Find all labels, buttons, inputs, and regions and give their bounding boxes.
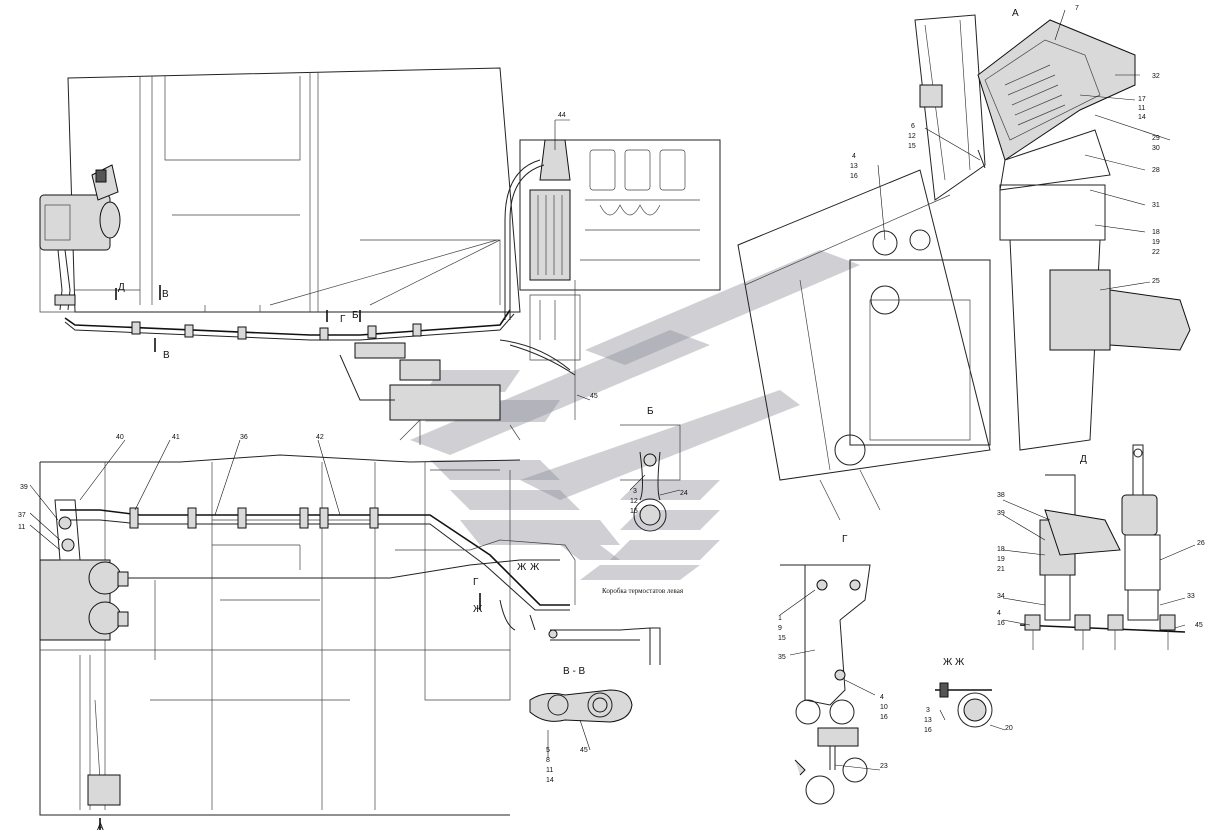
callout-38: 38: [997, 492, 1005, 499]
callout-numbers: 44 7 32 17 11 14 29 30 28 31 18 19 22 25…: [18, 5, 1205, 784]
view-label-g-marker: Г: [340, 314, 346, 325]
callout-19-a: 19: [1152, 239, 1160, 246]
callout-21: 21: [997, 566, 1005, 573]
view-label-a-top: А: [1012, 8, 1019, 19]
callout-36: 36: [240, 434, 248, 441]
view-label-b-detail: Б: [647, 406, 654, 417]
callout-20: 20: [1005, 725, 1013, 732]
callout-39-left: 39: [20, 484, 28, 491]
callout-16-d: 16: [997, 620, 1005, 627]
view-label-d-left: Д: [118, 282, 125, 293]
callout-4-d: 4: [997, 610, 1001, 617]
callout-33: 33: [1187, 593, 1195, 600]
callout-31: 31: [1152, 202, 1160, 209]
callout-1: 1: [778, 615, 782, 622]
view-label-v-lower: В: [163, 350, 170, 361]
callout-14-vv: 14: [546, 777, 554, 784]
view-d: [1019, 444, 1186, 650]
view-label-a-bottom: А: [97, 822, 104, 831]
callout-37: 37: [18, 512, 26, 519]
section-label-v-v: В - В: [563, 666, 586, 677]
callout-14-a: 14: [1138, 114, 1146, 121]
callout-18-a: 18: [1152, 229, 1160, 236]
callout-34: 34: [997, 593, 1005, 600]
view-label-zh-mid: Ж: [517, 562, 527, 573]
leader-lines: [29, 9, 1196, 771]
callout-13-zh: 13: [924, 717, 932, 724]
callout-30: 30: [1152, 145, 1160, 152]
callout-12-a: 12: [908, 133, 916, 140]
callout-8: 8: [546, 757, 550, 764]
callout-10: 10: [880, 704, 888, 711]
view-label-d-right: Д: [1080, 454, 1087, 465]
view-label-zh-lower: Ж: [473, 604, 483, 615]
callout-26: 26: [1197, 540, 1205, 547]
callout-32: 32: [1152, 73, 1160, 80]
detail-b: [620, 424, 681, 532]
callout-9: 9: [778, 625, 782, 632]
callout-23: 23: [880, 763, 888, 770]
callout-28: 28: [1152, 167, 1160, 174]
view-label-b-marker: Б: [352, 310, 359, 321]
callout-44: 44: [558, 112, 566, 119]
callout-3-zh: 3: [926, 707, 930, 714]
callout-16-g: 16: [880, 714, 888, 721]
callout-4-g: 4: [880, 694, 884, 701]
callout-11-a: 11: [1138, 105, 1145, 112]
callout-7: 7: [1075, 5, 1079, 12]
watermark-logo: [410, 250, 860, 580]
callout-42: 42: [316, 434, 324, 441]
callout-15-a: 15: [908, 143, 916, 150]
thermostat-box-note: Коробка термостатов левая: [602, 587, 684, 595]
callout-19-d: 19: [997, 556, 1005, 563]
callout-4-a: 4: [852, 153, 856, 160]
view-label-zh-mid2: Ж: [530, 562, 540, 573]
view-a: [737, 14, 1191, 521]
section-zh-zh: [935, 682, 993, 728]
callout-39-d: 39: [997, 510, 1005, 517]
callout-24: 24: [680, 490, 688, 497]
callout-40: 40: [116, 434, 124, 441]
callout-22: 22: [1152, 249, 1160, 256]
section-label-zh-zh: Ж Ж: [943, 657, 965, 668]
section-v-v: [529, 689, 633, 723]
callout-15-b: 15: [630, 508, 638, 515]
callout-17: 17: [1138, 96, 1146, 103]
detail-g: [780, 564, 871, 805]
callout-18-d: 18: [997, 546, 1005, 553]
view-label-v-upper: В: [162, 289, 169, 300]
callout-45-vv: 45: [580, 747, 588, 754]
view-label-g-detail: Г: [842, 534, 848, 545]
view-label-g-lower: Г: [473, 577, 479, 588]
callout-5: 5: [546, 747, 550, 754]
callout-11-left: 11: [18, 524, 25, 531]
callout-45-d: 45: [1195, 622, 1203, 629]
callout-16-zh: 16: [924, 727, 932, 734]
callout-35: 35: [778, 654, 786, 661]
callout-6: 6: [911, 123, 915, 130]
lower-plan-view: [39, 454, 661, 830]
callout-12-b: 12: [630, 498, 638, 505]
callout-3-b: 3: [633, 488, 637, 495]
callout-41: 41: [172, 434, 180, 441]
callout-13-a: 13: [850, 163, 858, 170]
callout-11-vv: 11: [546, 767, 553, 774]
callout-15-g: 15: [778, 635, 786, 642]
callout-29: 29: [1152, 135, 1160, 142]
callout-25: 25: [1152, 278, 1160, 285]
upper-side-view: [39, 67, 721, 445]
callout-43: 45: [590, 393, 598, 400]
callout-16-a: 16: [850, 173, 858, 180]
